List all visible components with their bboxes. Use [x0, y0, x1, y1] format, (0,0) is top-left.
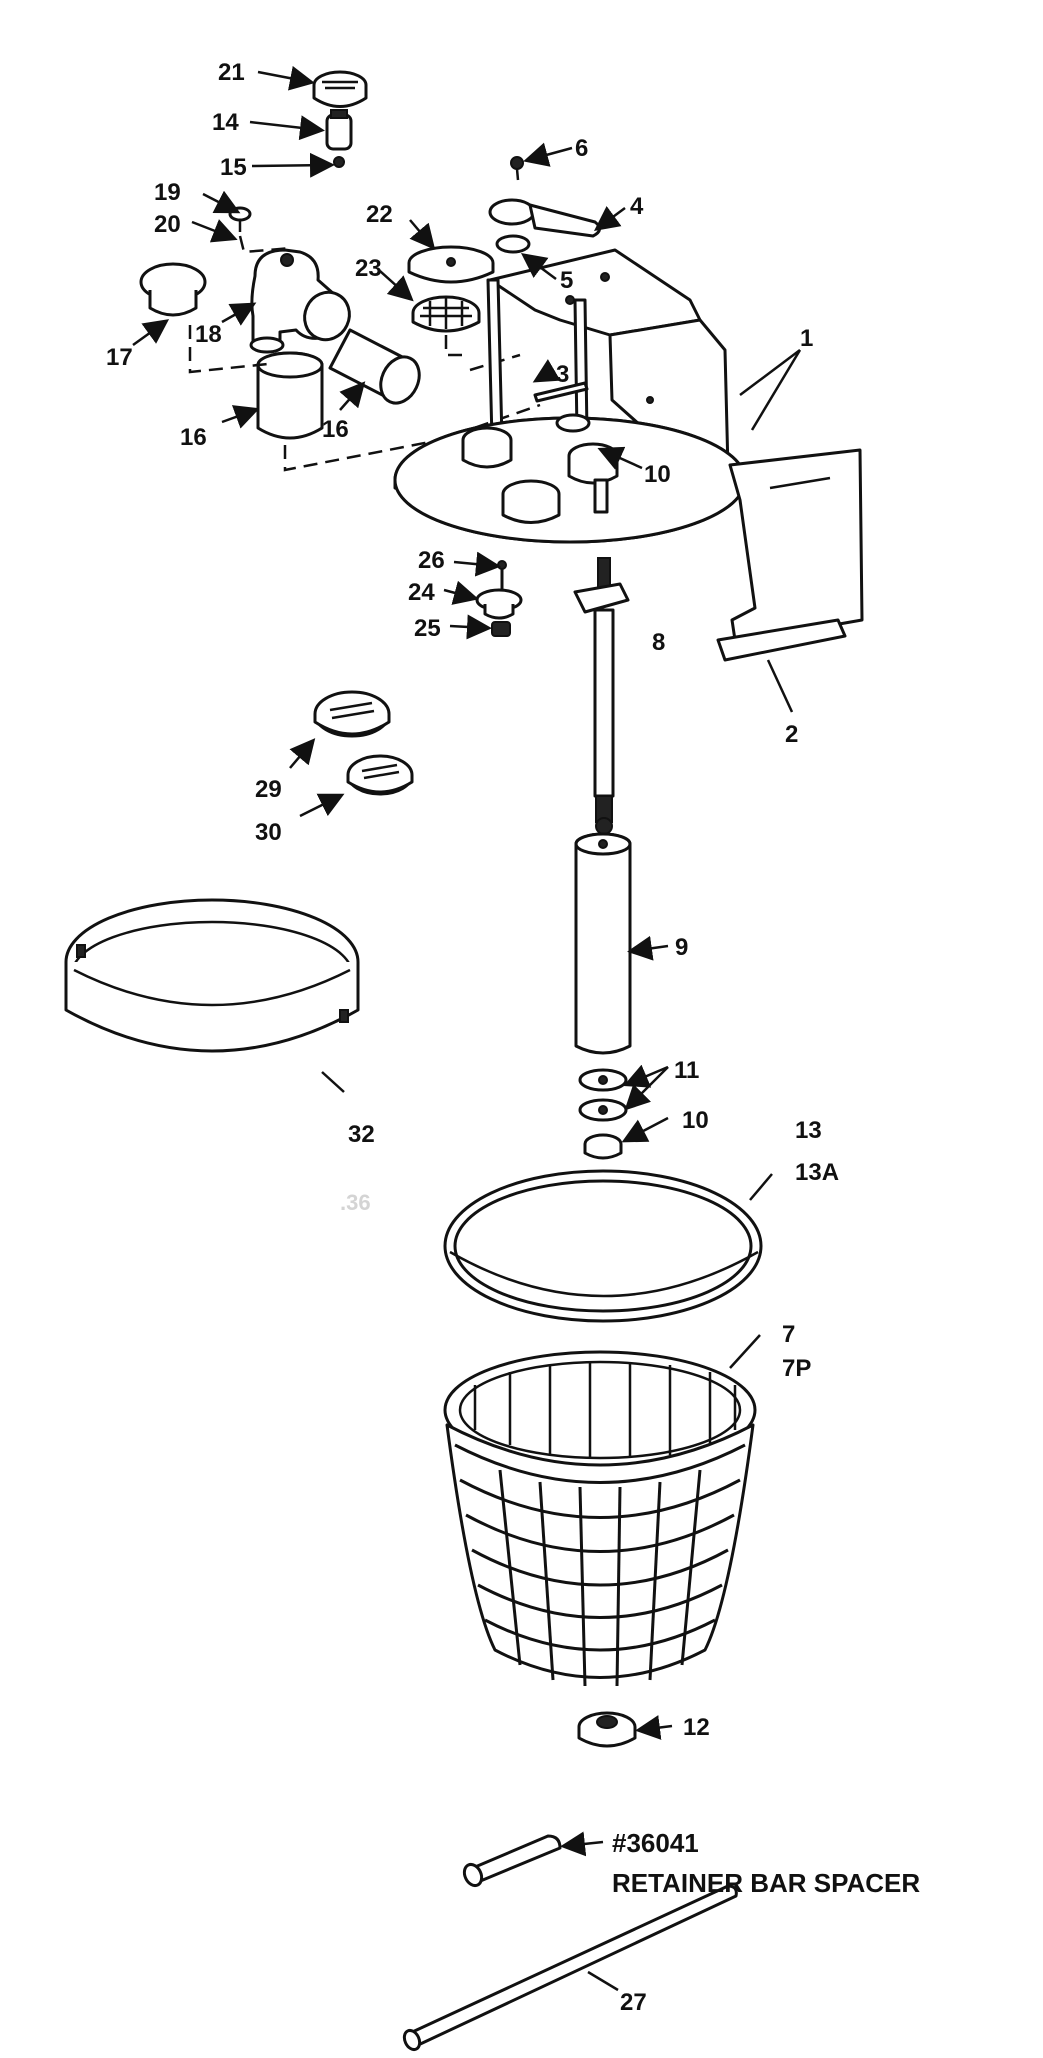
part-30-cap: [346, 754, 414, 796]
label-6: 6: [575, 135, 588, 162]
label-25: 25: [414, 615, 441, 642]
label-9: 9: [675, 934, 688, 961]
part-11-washers: [578, 1068, 628, 1122]
part-16-tube-vertical: [256, 351, 324, 440]
part-18-elbow: [249, 248, 351, 354]
label-faint-36: .36: [340, 1190, 371, 1215]
label-29: 29: [255, 776, 282, 803]
part-9-sleeve: [574, 832, 632, 1055]
label-1: 1: [800, 325, 813, 352]
part-29-cap: [313, 690, 391, 738]
part-14-stem: [325, 109, 353, 151]
label-8: 8: [652, 629, 665, 656]
part-13-gasket: [443, 1169, 763, 1323]
label-2: 2: [785, 721, 798, 748]
part-26-pin: [497, 560, 507, 590]
label-27: 27: [620, 1989, 647, 2016]
label-17: 17: [106, 344, 133, 371]
label-13a: 13A: [795, 1159, 839, 1186]
leader-lines: [132, 65, 802, 1992]
part-24-valve: [475, 588, 523, 620]
label-32: 32: [348, 1121, 375, 1148]
part-7-basket: [443, 1350, 757, 1687]
label-18: 18: [195, 321, 222, 348]
part-32-band: [64, 898, 360, 1053]
label-23: 23: [355, 255, 382, 282]
label-21: 21: [218, 59, 245, 86]
part-1-housing: [393, 248, 747, 544]
spacer-part-number: #36041: [612, 1828, 699, 1858]
part-12-nut: [577, 1711, 637, 1748]
label-16-right: 16: [322, 416, 349, 443]
label-30: 30: [255, 819, 282, 846]
part-16-tube-angled: [328, 328, 421, 405]
label-10-bottom: 10: [682, 1107, 709, 1134]
part-17-cap: [139, 262, 207, 317]
label-5: 5: [560, 267, 573, 294]
label-22: 22: [366, 201, 393, 228]
part-22-disc: [407, 245, 495, 284]
label-20: 20: [154, 211, 181, 238]
label-15: 15: [220, 154, 247, 181]
label-26: 26: [418, 547, 445, 574]
part-25-nut: [491, 621, 511, 637]
part-19-cap: [228, 206, 252, 232]
part-27-rod: [402, 1884, 738, 2052]
part-8-shaft: [573, 557, 630, 835]
label-4: 4: [630, 193, 644, 220]
label-13: 13: [795, 1117, 822, 1144]
label-12: 12: [683, 1714, 710, 1741]
label-7: 7: [782, 1321, 795, 1348]
retainer-bar-spacer: [462, 1834, 562, 1888]
label-7p: 7P: [782, 1355, 811, 1382]
label-14: 14: [212, 109, 239, 136]
part-4-lever: [488, 198, 601, 254]
part-23-filter: [411, 295, 481, 333]
part-15-screw: [333, 156, 345, 168]
label-11: 11: [674, 1057, 699, 1084]
part-6-screw: [510, 156, 524, 181]
label-3: 3: [556, 361, 569, 388]
part-21-knob: [312, 70, 368, 108]
label-16-left: 16: [180, 424, 207, 451]
part-labels: 21 14 15 19 20 6 4 22 23 5 1 17 18 3 16 …: [106, 59, 920, 2016]
label-24: 24: [408, 579, 435, 606]
part-10-nut: [583, 1133, 623, 1160]
part-2-bracket: [716, 448, 864, 662]
label-19: 19: [154, 179, 181, 206]
label-10-top: 10: [644, 461, 671, 488]
spacer-name: RETAINER BAR SPACER: [612, 1868, 920, 1898]
